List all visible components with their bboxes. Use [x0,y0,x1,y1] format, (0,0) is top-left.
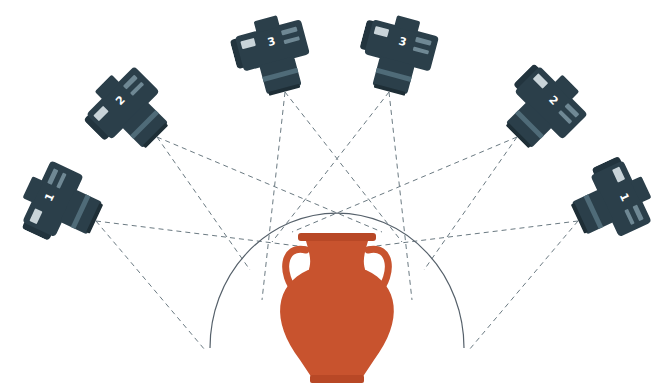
camera-symbol [561,151,659,250]
vase-foot [310,375,364,383]
camera-outline [349,1,450,109]
lens-ring [262,68,298,82]
camera-button [281,27,298,36]
camera-prism [630,176,651,203]
lens-front [571,203,588,234]
amphora-vase [280,233,394,383]
camera-button [415,37,432,46]
view-line [96,221,205,350]
vase-body [280,270,394,378]
camera-button [565,103,580,118]
camera-button [123,75,138,90]
camera-node: 3 [349,1,450,109]
camera-button [413,47,429,55]
camera-lens [60,189,102,234]
lens-front [86,203,103,234]
camera-node: 2 [70,50,190,170]
camera-display [240,38,256,49]
view-line [157,137,250,270]
camera-outline [70,50,190,170]
camera-symbol [489,55,595,161]
lens-ring [71,194,91,229]
view-line [96,221,330,250]
camera-symbol [11,156,111,255]
camera-prism [22,176,43,203]
lens-front [143,123,168,148]
view-line [262,92,285,300]
camera-display [612,167,625,183]
camera-button [632,205,643,222]
camera-button [130,82,144,96]
camera-symbol [351,8,442,101]
camera-outline [4,148,119,259]
camera-symbol [227,9,318,102]
camera-button [624,209,634,225]
camera-button [56,173,66,189]
camera-outline [225,1,326,109]
camera-prism [254,15,280,33]
view-line [292,137,517,232]
camera-display [533,73,549,89]
vase-neck [306,241,368,272]
view-line [285,92,402,242]
lens-ring [376,68,412,82]
camera-outline [554,148,659,259]
camera-lens [506,102,553,149]
camera-node: 1 [4,148,119,259]
camera-node: 2 [484,50,604,170]
view-line [424,137,517,270]
view-line [344,221,578,250]
view-line [157,137,382,232]
camera-button [558,110,572,124]
camera-display [93,106,109,122]
camera-node: 3 [225,1,326,109]
camera-button [47,168,58,185]
lens-front [268,84,300,96]
camera-lens [572,189,614,234]
vase-rim [298,233,376,241]
camera-button [283,36,299,44]
lens-front [374,84,406,96]
lens-ring [584,194,604,229]
camera-display [374,26,390,37]
view-line [272,92,389,242]
camera-symbol [75,59,181,165]
view-line [389,92,412,300]
camera-node: 1 [554,148,659,259]
camera-lens [122,102,169,149]
camera-display [29,208,42,224]
view-line [469,221,578,350]
camera-prism [394,15,420,33]
camera-outline [484,50,604,170]
lens-front [506,123,531,148]
